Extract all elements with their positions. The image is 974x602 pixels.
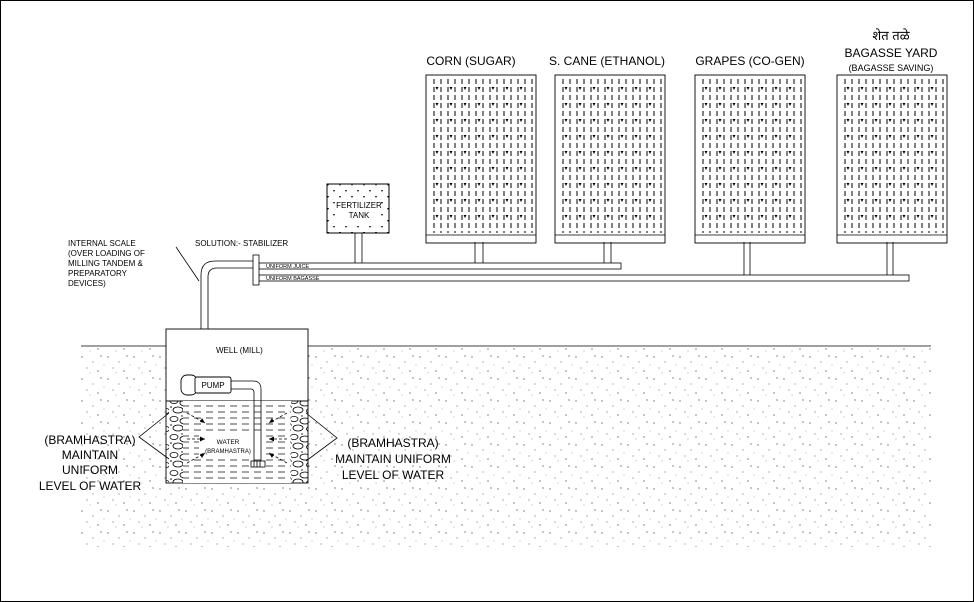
left-note: (BRAMHASTRA) MAINTAIN UNIFORM LEVEL OF W… xyxy=(39,412,170,493)
pump: PUMP xyxy=(180,374,266,468)
tank-label-line1: FERTILIZER xyxy=(336,201,382,210)
field-3-label: GRAPES (CO-GEN) xyxy=(695,54,804,68)
right-note-line2: MAINTAIN UNIFORM xyxy=(335,452,451,466)
internal-scale-line4: PREPARATORY xyxy=(68,269,128,278)
stabilizer-flange: SOLUTION:- STABILIZER xyxy=(195,239,288,286)
well-label: WELL (MILL) xyxy=(216,346,263,355)
field-3 xyxy=(694,74,806,244)
fertilizer-tank: FERTILIZER TANK xyxy=(326,183,390,263)
bagasse-pipe-label: UNIFORM BAGASSE xyxy=(266,276,320,282)
left-note-line1: (BRAMHASTRA) xyxy=(44,433,135,447)
left-note-line4: LEVEL OF WATER xyxy=(39,479,142,493)
field-2 xyxy=(554,74,666,244)
field-1 xyxy=(425,74,537,244)
field-4-label: BAGASSE YARD xyxy=(845,46,938,60)
right-note: (BRAMHASTRA) MAINTAIN UNIFORM LEVEL OF W… xyxy=(305,412,451,482)
right-note-line1: (BRAMHASTRA) xyxy=(347,436,438,450)
field-4 xyxy=(836,74,948,244)
internal-scale-line3: MILLING TANDEM & xyxy=(68,259,143,268)
field-1-label: CORN (SUGAR) xyxy=(426,54,515,68)
field-2-label: S. CANE (ETHANOL) xyxy=(549,54,665,68)
water-sub-label: (BRAMHASTRA) xyxy=(205,449,251,455)
well: WELL (MILL) WATER (BRAMHASTRA) xyxy=(165,328,309,484)
juice-pipe: UNIFORM JUICE xyxy=(258,262,622,270)
internal-scale-line2: (OVER LOADING OF xyxy=(68,249,145,258)
right-note-line3: LEVEL OF WATER xyxy=(342,468,445,482)
bagasse-yard-marathi-label: शेत तळे xyxy=(872,28,910,43)
bagasse-pipe: UNIFORM BAGASSE xyxy=(258,274,910,282)
riser-pipe xyxy=(200,260,253,377)
crop-fields: CORN (SUGAR) S. CANE (ETHANOL) GRAPES (CO-… xyxy=(425,28,948,244)
internal-scale-note: INTERNAL SCALE (OVER LOADING OF MILLING … xyxy=(68,239,200,288)
stabilizer-label: SOLUTION:- STABILIZER xyxy=(195,239,288,248)
internal-scale-line5: DEVICES) xyxy=(68,279,106,288)
field-pipes xyxy=(474,242,894,275)
tank-label-line2: TANK xyxy=(349,211,370,220)
left-note-line3: UNIFORM xyxy=(62,463,118,477)
left-note-line2: MAINTAIN xyxy=(62,448,118,462)
juice-pipe-label: UNIFORM JUICE xyxy=(266,264,309,270)
pump-label: PUMP xyxy=(201,381,224,390)
bagasse-yard-sub-label: (BAGASSE SAVING) xyxy=(849,63,934,73)
water-label: WATER xyxy=(217,439,240,446)
internal-scale-line1: INTERNAL SCALE xyxy=(68,239,136,248)
